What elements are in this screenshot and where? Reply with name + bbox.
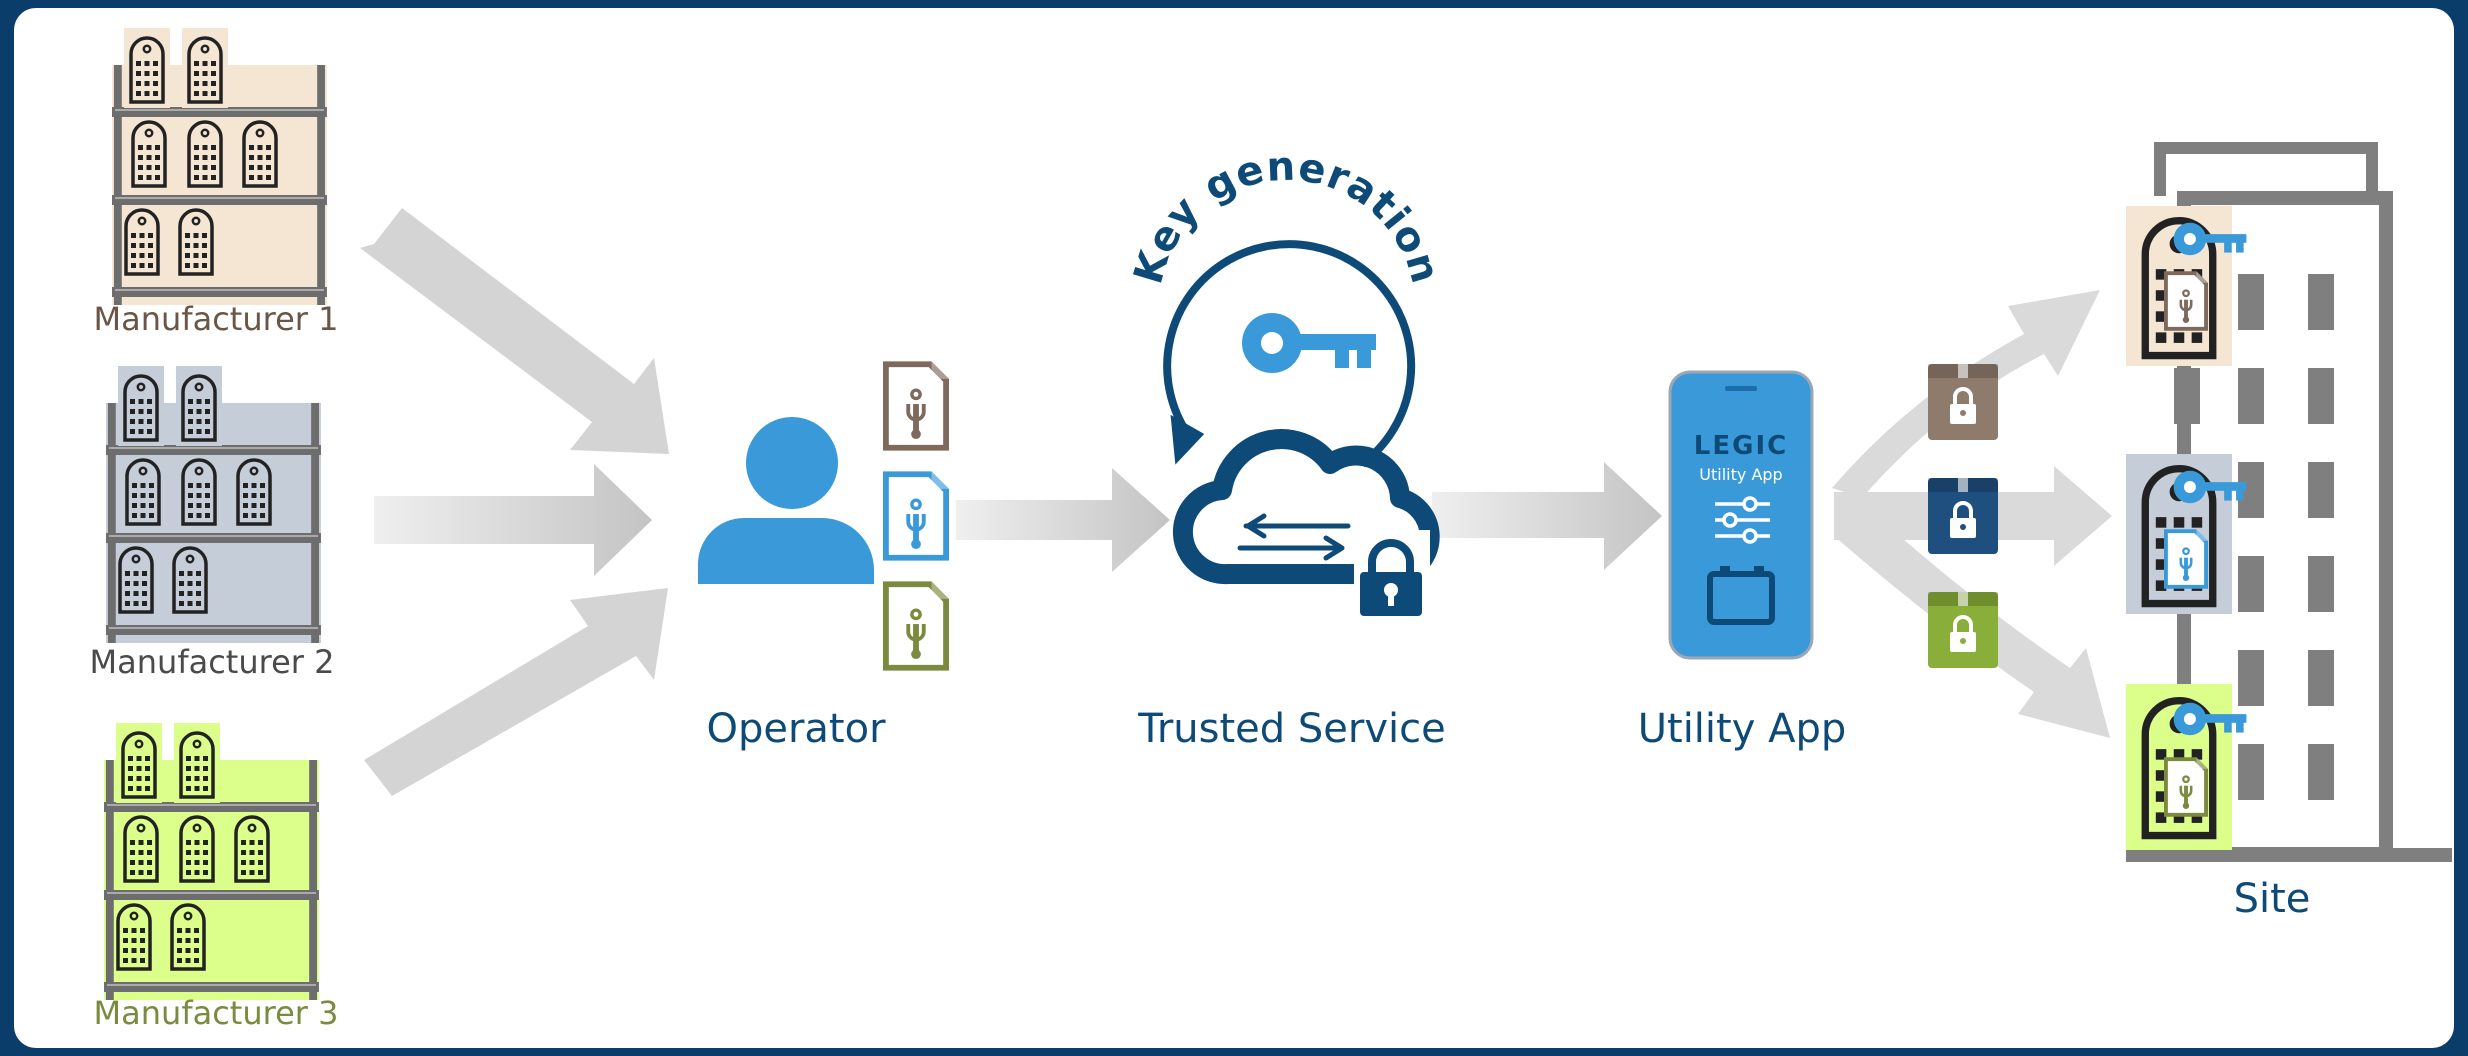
phone-subtitle-text: Utility App [1699,465,1782,484]
arrow-service-to-app [1432,462,1662,570]
manufacturer-2-label: Manufacturer 2 [90,643,335,681]
arrow-operator-to-service [956,468,1170,572]
arrow-manufacturer3-to-operator [364,588,668,796]
trusted-service-label: Trusted Service [1137,706,1445,752]
manufacturer-1-label: Manufacturer 1 [94,300,339,338]
arrow-manufacturer2-to-operator [374,464,652,576]
manufacturer-1-shelf [112,28,327,305]
operator-person-icon [698,417,874,584]
key-icon [1242,313,1376,373]
manufacturer-3-shelf [104,723,319,1000]
blue-config-file-icon [883,471,949,561]
installed-locker-middle [2126,454,2247,614]
key-generation-arc-text: Key generation [1125,144,1448,289]
cloud-icon [1172,429,1440,585]
flow-arrows [360,208,2112,796]
green-config-file-icon [883,581,949,671]
brown-config-file-icon [883,361,949,451]
green-package-icon [1928,592,1998,668]
installed-locker-bottom [2126,684,2247,850]
diagram-canvas: Manufacturer 1 Manufacturer 2 Manufactur… [14,8,2454,1048]
utility-app-label: Utility App [1638,706,1847,752]
manufacturer-3-label: Manufacturer 3 [94,994,339,1032]
app-tile-icon [1707,566,1775,625]
site-label: Site [2234,876,2311,922]
phone-icon [1668,370,1814,660]
arrow-manufacturer1-to-operator [360,208,669,454]
navy-package-icon [1928,478,1998,554]
operator-label: Operator [706,706,886,752]
key-generation-cycle [1163,240,1416,468]
lock-icon [1354,530,1430,620]
manufacturer-2-shelf [106,366,321,643]
phone-brand-text: LEGIC [1694,431,1788,461]
brown-package-icon [1928,364,1998,440]
diagram-svg: Manufacturer 1 Manufacturer 2 Manufactur… [90,28,2452,1032]
installed-locker-top [2126,206,2247,366]
